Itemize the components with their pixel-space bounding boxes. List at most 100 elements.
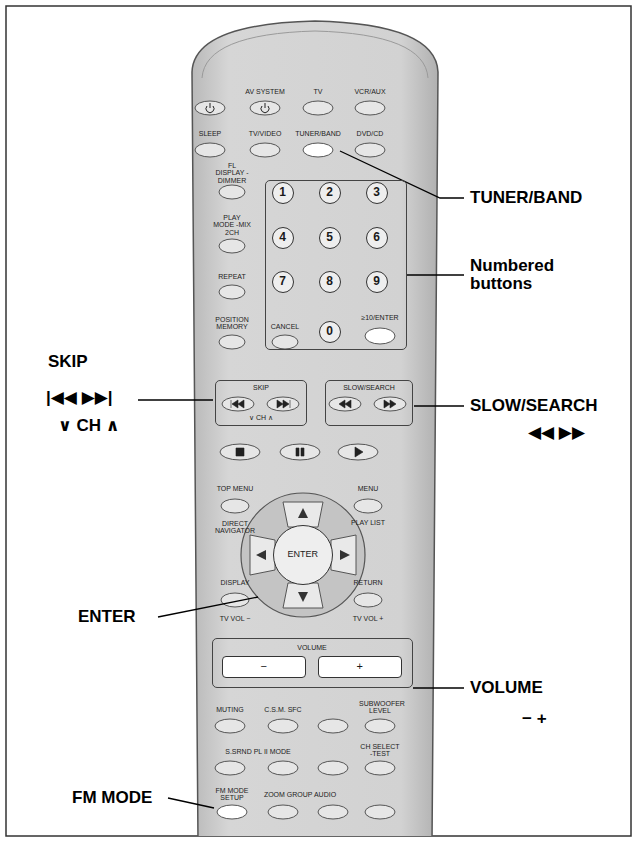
round-button: 4	[272, 227, 294, 249]
button-caption: MENU	[358, 485, 379, 492]
group-label: SKIP	[253, 384, 269, 391]
button-label: 8	[326, 275, 333, 288]
button-caption: CANCEL	[271, 323, 299, 330]
remote-button	[217, 805, 247, 819]
remote-button	[355, 143, 385, 157]
round-button: ENTER	[273, 525, 333, 585]
button-caption: TV VOL −	[220, 615, 251, 622]
remote-button	[219, 335, 245, 349]
button-icon	[384, 400, 396, 408]
remote-button	[250, 101, 280, 115]
group-label: SLOW/SEARCH	[343, 384, 395, 391]
button-caption: TV/VIDEO	[249, 130, 282, 137]
remote-button	[365, 805, 395, 819]
remote-button	[272, 335, 298, 349]
button-icon	[339, 400, 351, 408]
remote-button	[303, 101, 333, 115]
button-caption: VCR/AUX	[354, 88, 385, 95]
remote-button	[338, 444, 378, 460]
remote-button	[220, 444, 260, 460]
callout-label: − +	[522, 710, 547, 728]
button-caption: ZOOM GROUP AUDIO	[264, 791, 336, 798]
button-group	[195, 101, 406, 819]
button-caption: SLEEP	[199, 130, 222, 137]
button-caption: FM MODE SETUP	[213, 787, 251, 802]
remote-button	[195, 101, 225, 115]
remote-button	[268, 761, 298, 775]
remote-button	[215, 761, 245, 775]
button-label: 1	[279, 186, 286, 199]
remote-button	[280, 444, 320, 460]
remote-button	[365, 328, 395, 344]
callout-label: Numbered buttons	[470, 257, 566, 293]
button-group-box: SLOW/SEARCH	[325, 380, 413, 426]
button-label: 5	[326, 231, 333, 244]
button-caption: TOP MENU	[217, 485, 254, 492]
remote-button	[354, 593, 382, 607]
button-caption: POSITION MEMORY	[212, 316, 252, 331]
navigation-ring	[241, 493, 365, 617]
callout-label: ◀◀ ▶▶	[528, 424, 585, 442]
round-button: 5	[319, 227, 341, 249]
button-label: 4	[279, 231, 286, 244]
button-icon	[231, 400, 244, 408]
round-button: 2	[319, 182, 341, 204]
callout-label: |◀◀ ▶▶|	[46, 389, 113, 407]
remote-button	[365, 719, 395, 733]
round-button: 9	[366, 271, 388, 293]
callout-label: SKIP	[48, 353, 88, 371]
button-caption: RETURN	[353, 579, 382, 586]
button-caption: DISPLAY	[220, 579, 249, 586]
remote-button	[329, 397, 361, 411]
round-button: 1	[272, 182, 294, 204]
button-caption: TV	[314, 88, 323, 95]
button-caption: S.SRND PL II MODE	[225, 748, 290, 755]
button-caption: SUBWOOFER LEVEL	[359, 700, 401, 715]
group-label: VOLUME	[297, 644, 327, 651]
round-button: 7	[272, 271, 294, 293]
remote-button	[267, 397, 299, 411]
button-icon	[296, 448, 304, 456]
remote-button	[219, 285, 245, 299]
button-caption: PLAY MODE -MIX 2CH	[213, 214, 251, 236]
button-caption: TUNER/BAND	[295, 130, 341, 137]
callout-label: VOLUME	[470, 679, 543, 697]
button-label: +	[356, 661, 362, 673]
volume-button: −	[222, 656, 306, 678]
button-caption: FL DISPLAY -DIMMER	[213, 162, 251, 184]
remote-button	[219, 239, 245, 253]
callout-label: SLOW/SEARCH	[470, 397, 598, 415]
button-icon	[236, 448, 244, 456]
button-caption: REPEAT	[218, 273, 246, 280]
button-icon	[206, 103, 214, 113]
remote-button	[318, 719, 348, 733]
remote-edge	[202, 31, 428, 78]
volume-button: +	[318, 656, 402, 678]
remote-button	[215, 719, 245, 733]
callout-label: ENTER	[78, 608, 136, 626]
group-label: ≥10/ENTER	[361, 314, 398, 321]
button-label: 2	[326, 186, 333, 199]
round-button: 8	[319, 271, 341, 293]
remote-button	[374, 397, 406, 411]
callout-label: TUNER/BAND	[470, 189, 582, 207]
button-icon	[261, 103, 269, 113]
button-caption: DVD/CD	[357, 130, 384, 137]
remote-button	[222, 397, 254, 411]
button-caption: MUTING	[216, 706, 244, 713]
round-button: 6	[366, 227, 388, 249]
remote-button	[219, 185, 245, 199]
remote-button	[221, 499, 249, 513]
button-caption: TV VOL +	[353, 615, 384, 622]
button-caption: DIRECT NAVIGATOR	[213, 520, 257, 535]
button-caption: CH SELECT -TEST	[360, 743, 400, 758]
leader-lines	[138, 151, 464, 808]
button-caption: AV SYSTEM	[245, 88, 285, 95]
group-label: ∨ CH ∧	[249, 414, 273, 421]
button-label: ENTER	[288, 550, 319, 559]
remote-button	[195, 143, 225, 157]
remote-button	[318, 805, 348, 819]
remote-button	[318, 761, 348, 775]
callout-label: ∨ CH ∧	[58, 417, 120, 435]
button-label: 3	[373, 186, 380, 199]
